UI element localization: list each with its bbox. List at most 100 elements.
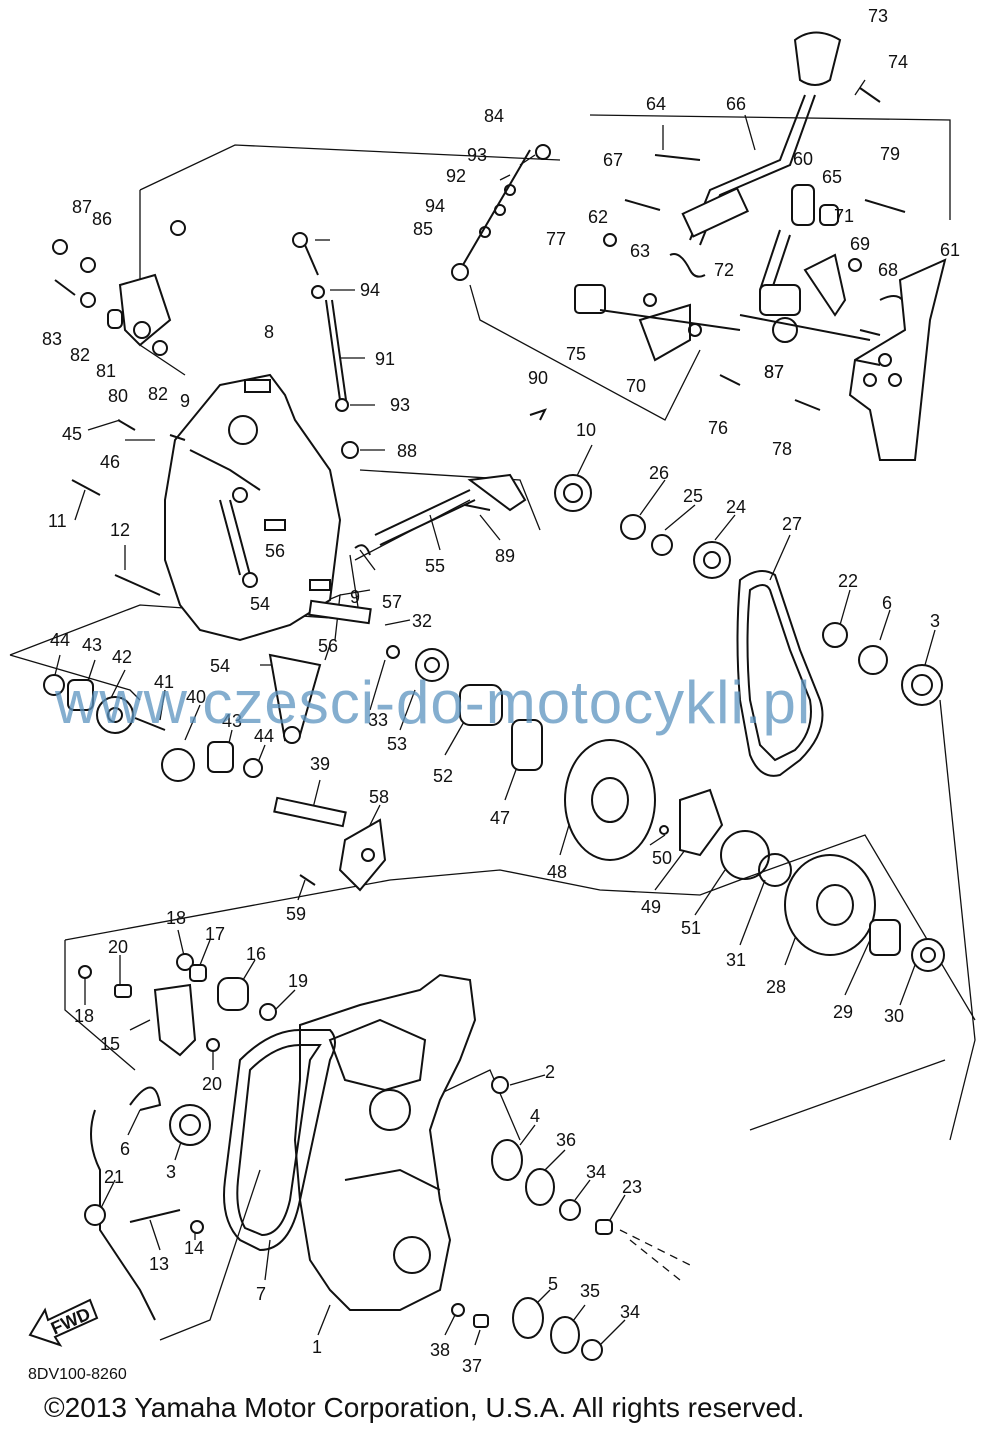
callout-60: 60 [793,149,813,169]
callout-2: 2 [545,1062,555,1082]
callout-64: 64 [646,94,666,114]
callout-25: 25 [683,486,703,506]
callout-31: 31 [726,950,746,970]
callout-35: 35 [580,1281,600,1301]
callout-37: 37 [462,1356,482,1376]
callout-6: 6 [120,1139,130,1159]
callout-44: 44 [254,726,274,746]
callout-56: 56 [318,636,338,656]
callout-45: 45 [62,424,82,444]
callout-27: 27 [782,514,802,534]
callout-14: 14 [184,1238,204,1258]
callout-1: 1 [312,1337,322,1357]
callout-67: 67 [603,150,623,170]
callout-11: 11 [48,511,67,531]
callout-38: 38 [430,1340,450,1360]
callout-79: 79 [880,144,900,164]
callout-54: 54 [210,656,230,676]
fwd-arrow: FWD [28,1298,99,1347]
callout-83: 83 [42,329,62,349]
callout-32: 32 [412,611,432,631]
leader-lines [54,79,936,1346]
callout-54: 54 [250,594,270,614]
callout-43: 43 [222,711,242,731]
callout-48: 48 [547,862,567,882]
callout-78: 78 [772,439,792,459]
lower-gears [43,653,387,892]
callout-39: 39 [310,754,330,774]
callout-20: 20 [108,937,128,957]
callout-3: 3 [930,611,940,631]
drive-components [386,514,945,972]
callout-87: 87 [764,362,784,382]
callout-40: 40 [186,687,206,707]
callout-77: 77 [546,229,566,249]
callout-52: 52 [433,766,453,786]
callout-84: 84 [484,106,504,126]
callout-63: 63 [630,241,650,261]
callout-12: 12 [110,520,130,540]
callout-23: 23 [622,1177,642,1197]
callout-6: 6 [882,593,892,613]
callout-19: 19 [288,971,308,991]
callout-28: 28 [766,977,786,997]
callout-70: 70 [626,376,646,396]
callout-30: 30 [884,1006,904,1026]
chaincase-cover [71,373,372,642]
callout-76: 76 [708,418,728,438]
callout-58: 58 [369,787,389,807]
callout-50: 50 [652,848,672,868]
callout-55: 55 [425,556,445,576]
callout-17: 17 [205,924,225,944]
callout-65: 65 [822,167,842,187]
callout-94: 94 [360,280,380,300]
callout-93: 93 [467,145,487,165]
callout-7: 7 [256,1284,266,1304]
callout-86: 86 [92,209,112,229]
callout-21: 21 [104,1167,124,1187]
callout-81: 81 [96,361,116,381]
callout-16: 16 [246,944,266,964]
callout-49: 49 [641,897,661,917]
shaft-55 [354,473,592,556]
callout-33: 33 [368,710,388,730]
callout-26: 26 [649,463,669,483]
callout-75: 75 [566,344,586,364]
callout-5: 5 [548,1274,558,1294]
callout-18: 18 [74,1006,94,1026]
callout-72: 72 [714,260,734,280]
copyright-notice: ©2013 Yamaha Motor Corporation, U.S.A. A… [44,1392,805,1423]
callout-57: 57 [382,592,402,612]
callout-87: 87 [72,197,92,217]
callout-90: 90 [528,368,548,388]
callout-93: 93 [390,395,410,415]
watermark: www.czesci-do-motocykli.pl [55,669,812,736]
callout-82: 82 [148,384,168,404]
callout-69: 69 [850,234,870,254]
callout-92: 92 [446,166,466,186]
callout-10: 10 [576,420,596,440]
callout-41: 41 [154,672,174,692]
callout-46: 46 [100,452,120,472]
callout-29: 29 [833,1002,853,1022]
callout-62: 62 [588,207,608,227]
callout-4: 4 [530,1106,540,1126]
callout-56: 56 [265,541,285,561]
callout-34: 34 [620,1302,640,1322]
callout-24: 24 [726,497,746,517]
callout-68: 68 [878,260,898,280]
shift-linkage-parts [574,31,947,461]
callout-51: 51 [681,918,701,938]
callout-82: 82 [70,345,90,365]
callout-94: 94 [425,196,445,216]
rod-linkage-parts [52,144,551,459]
callout-3: 3 [166,1162,176,1182]
callout-61: 61 [940,240,960,260]
callout-22: 22 [838,571,858,591]
callout-9: 9 [180,391,190,411]
callout-20: 20 [202,1074,222,1094]
callout-91: 91 [375,349,395,369]
callout-36: 36 [556,1130,576,1150]
